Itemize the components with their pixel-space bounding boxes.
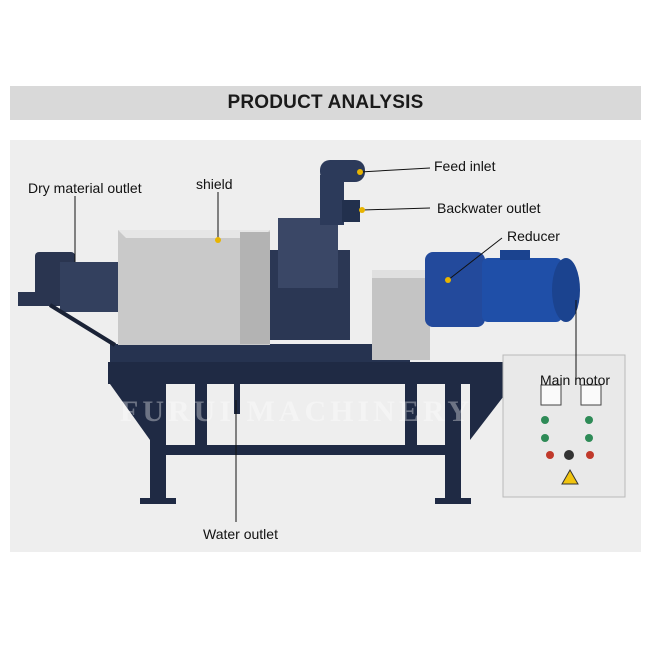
label-shield: shield	[196, 176, 233, 192]
label-water-outlet: Water outlet	[203, 526, 278, 542]
base-frame	[108, 344, 513, 504]
dry-material-outlet	[18, 252, 120, 347]
screw-cylinder	[270, 218, 350, 340]
label-main-motor: Main motor	[540, 372, 611, 388]
coupling-guard	[372, 270, 430, 360]
shield-housing	[118, 230, 270, 345]
water-outlet-pipe	[234, 384, 240, 414]
header-band: PRODUCT ANALYSIS	[10, 86, 641, 120]
feed-inlet-pipe	[320, 160, 365, 225]
label-backwater-outlet: Backwater outlet	[437, 200, 541, 216]
leader-lines	[74, 167, 577, 522]
control-cabinet	[502, 354, 626, 498]
leader-dots	[215, 169, 451, 283]
label-reducer: Reducer	[507, 228, 560, 244]
label-feed-inlet: Feed inlet	[434, 158, 496, 174]
reducer-and-motor	[425, 250, 580, 327]
label-dry-material-outlet: Dry material outlet	[28, 180, 142, 196]
page-title: PRODUCT ANALYSIS	[227, 92, 424, 113]
watermark: FURUI MACHINERY	[120, 395, 474, 428]
